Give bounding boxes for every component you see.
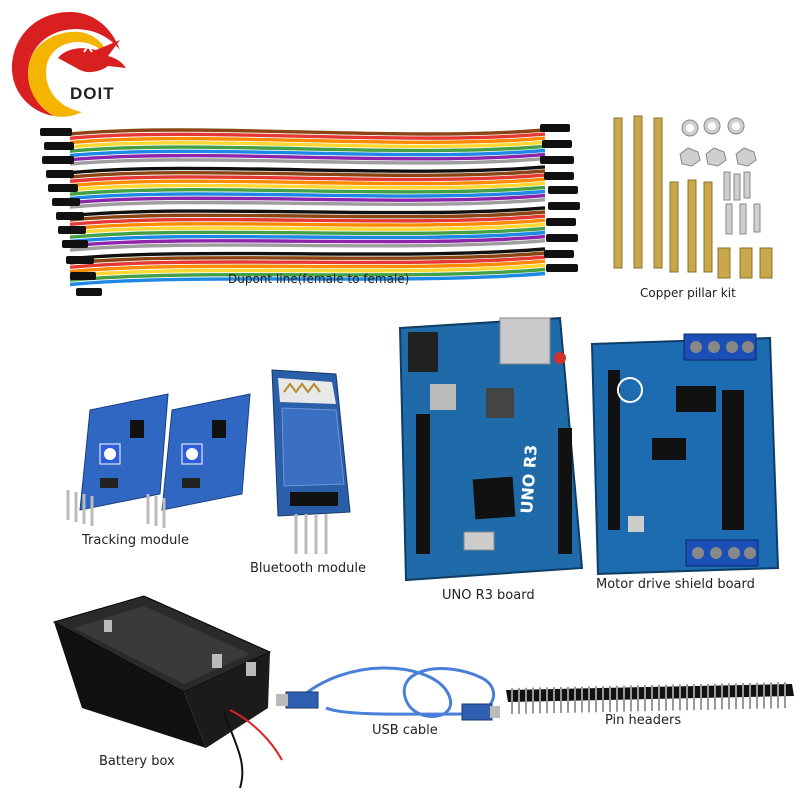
label-pin-headers: Pin headers [605,713,682,728]
label-tracking-module: Tracking module [82,533,189,548]
usb-cable [276,666,500,721]
label-bluetooth-module: Bluetooth module [250,561,366,576]
brand-name: DOIT [70,84,115,103]
doit-logo-mark-icon [12,12,126,117]
uno-board-text: UNO R3 [517,444,541,514]
label-motor-drive-shield: Motor drive shield board [596,577,755,592]
bluetooth-module [271,369,351,554]
battery-box [52,595,283,789]
uno-r3-board: UNO R3 [398,316,584,582]
label-dupont-line: Dupont line(female to female) [228,272,410,286]
label-uno-r3-board: UNO R3 board [442,588,535,603]
label-battery-box: Battery box [99,754,175,769]
label-copper-pillar-kit: Copper pillar kit [640,286,736,300]
tracking-modules [66,393,251,528]
motor-drive-shield [590,333,780,576]
label-usb-cable: USB cable [372,723,438,738]
pin-headers [506,682,794,714]
copper-pillar-kit [613,115,773,279]
